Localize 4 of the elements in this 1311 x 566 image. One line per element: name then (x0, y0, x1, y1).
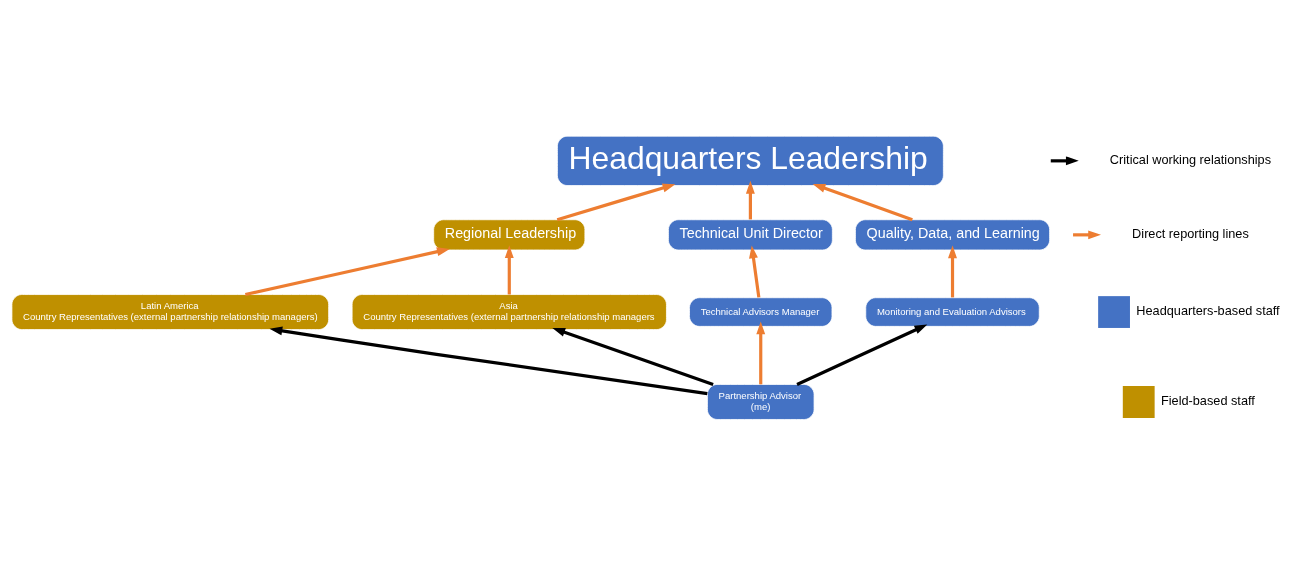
legend-label: Field-based staff (1161, 392, 1255, 408)
legend-label: Critical working relationships (1109, 151, 1272, 167)
legend-label: Direct reporting lines (1132, 225, 1249, 241)
legend-label: Headquarters-based staff (1136, 303, 1280, 319)
